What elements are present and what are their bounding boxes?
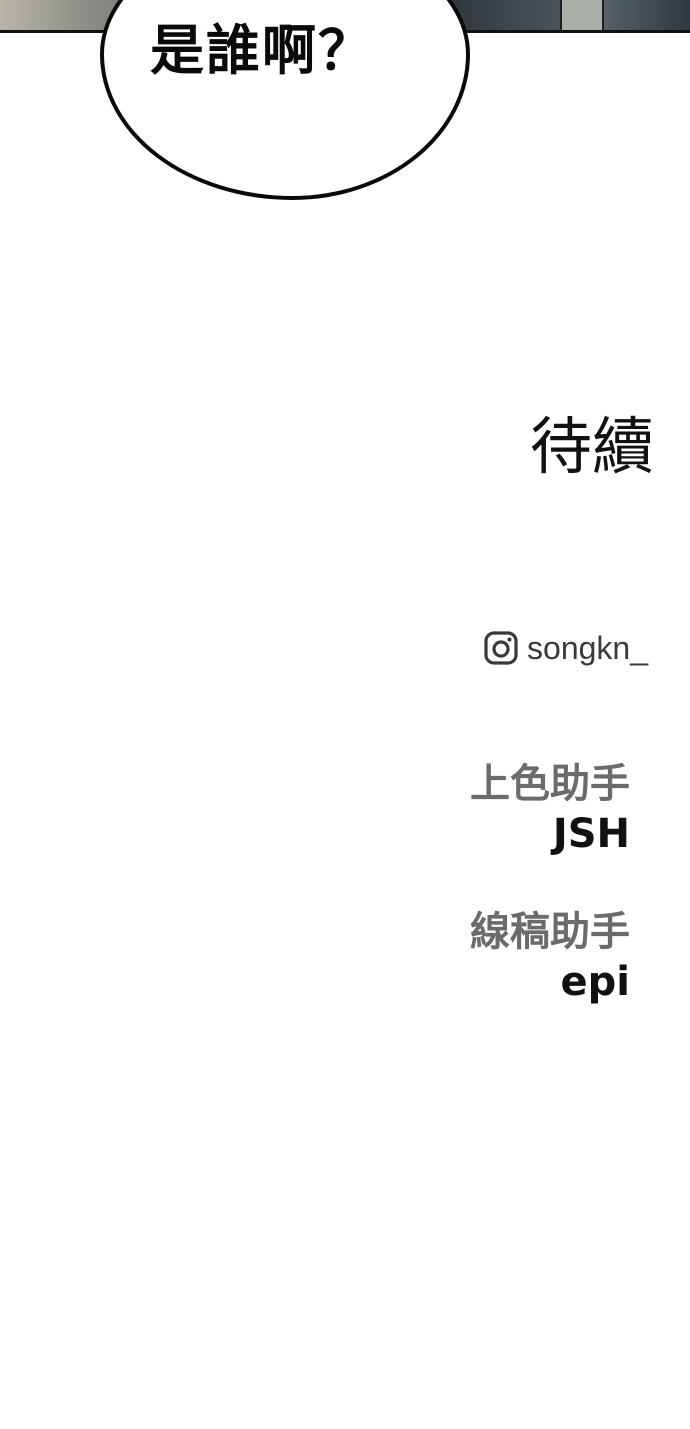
- credit-lineart-assistant: 線稿助手 epi: [470, 910, 630, 1004]
- social-handle: songkn_: [527, 630, 648, 666]
- credit-coloring-assistant: 上色助手 JSH: [470, 762, 630, 856]
- instagram-icon: [484, 631, 518, 665]
- to-be-continued-label: 待續: [529, 410, 654, 483]
- credit-name: JSH: [552, 811, 630, 857]
- credit-role: 線稿助手: [470, 909, 630, 955]
- speech-bubble-text: 是誰啊？: [150, 19, 374, 82]
- credit-role: 上色助手: [470, 761, 630, 807]
- panel-detail: [560, 0, 604, 30]
- author-social-link[interactable]: songkn_: [483, 630, 648, 666]
- credit-name: epi: [560, 959, 630, 1005]
